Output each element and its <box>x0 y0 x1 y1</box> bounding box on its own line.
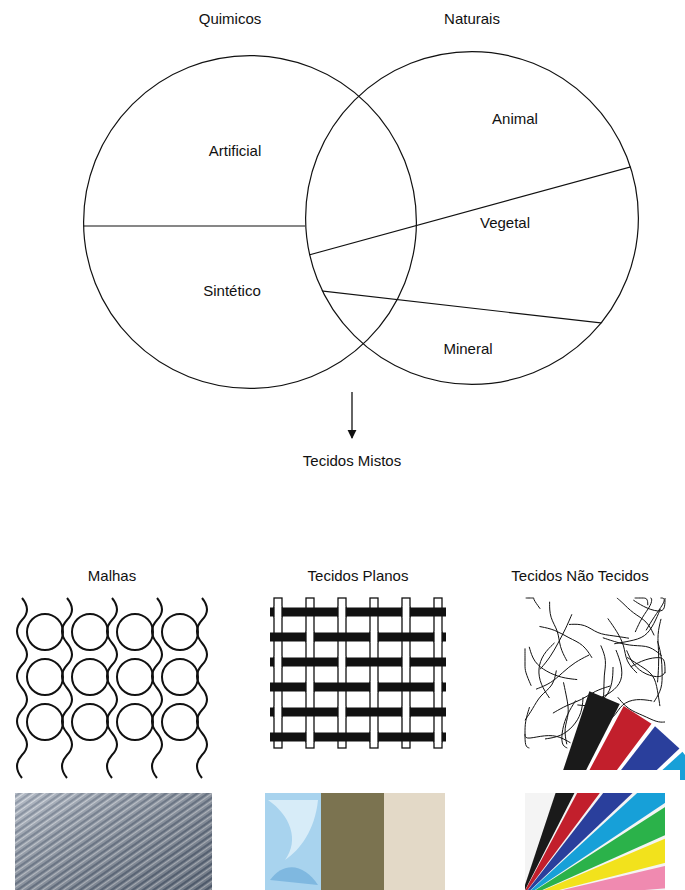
fabric-swatches <box>265 793 445 890</box>
circle-heading: Naturais <box>444 10 500 27</box>
divider-line <box>83 225 305 226</box>
divider-line <box>305 289 645 328</box>
synthetic-section: Sintético <box>199 280 265 301</box>
category-title: Malhas <box>88 567 136 584</box>
circle-heading: Quimicos <box>199 10 262 27</box>
woven-drawing <box>270 598 446 748</box>
vegetable-section: Vegetal <box>476 212 534 233</box>
section-label: Artificial <box>209 142 262 159</box>
divider-line <box>305 163 645 256</box>
circle-outline <box>83 55 417 389</box>
section-label: Mineral <box>443 340 492 357</box>
denim-photo <box>15 793 212 890</box>
section-label: Sintético <box>203 282 261 299</box>
section-label: Vegetal <box>480 214 530 231</box>
label-holder: Tecidos Não Tecidos <box>511 567 648 584</box>
leader-arrow <box>351 392 352 438</box>
circle-heading-holder: Naturais <box>444 10 500 27</box>
nonwoven-photo <box>510 691 685 890</box>
category-title: Tecidos Não Tecidos <box>511 567 648 584</box>
circle-heading-holder: Quimicos <box>199 10 262 27</box>
category-title: Tecidos Planos <box>308 567 409 584</box>
label-holder: Malhas <box>88 567 136 584</box>
label-holder: Tecidos Mistos <box>303 452 401 469</box>
mixed-fabrics-label: Tecidos Mistos <box>303 452 401 469</box>
natural-circle: NaturaisAnimalVegetalMineral <box>305 51 639 385</box>
label-holder: Tecidos Planos <box>308 567 409 584</box>
artificial-section: Artificial <box>205 140 266 161</box>
circle-outline <box>305 51 639 385</box>
mineral-section: Mineral <box>439 338 496 359</box>
animal-section: Animal <box>488 108 542 129</box>
section-label: Animal <box>492 110 538 127</box>
knit-drawing <box>17 598 207 778</box>
chemical-circle: QuimicosArtificialSintético <box>83 55 417 389</box>
